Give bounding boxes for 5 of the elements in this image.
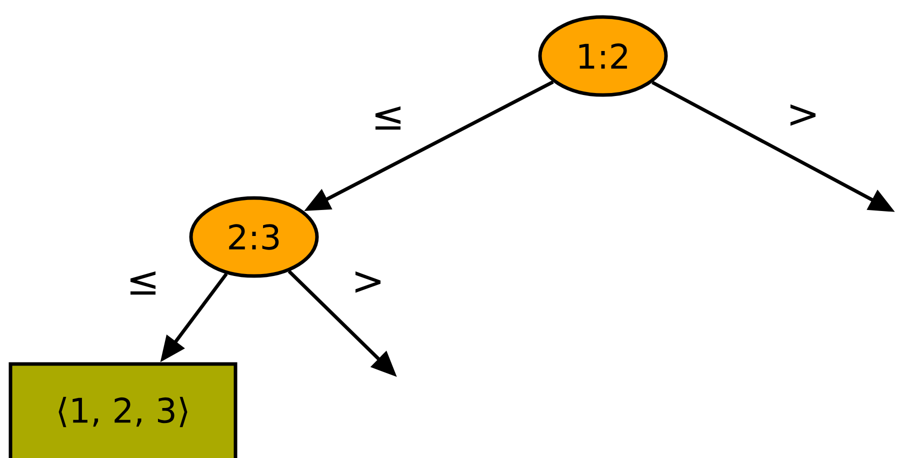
- edge-label: ≤: [125, 270, 161, 296]
- edge-label: >: [785, 103, 821, 129]
- edge-label: ≤: [370, 105, 406, 131]
- leaf-box: ⟨1, 2, 3⟩: [8, 362, 238, 458]
- edge-label: >: [350, 270, 386, 296]
